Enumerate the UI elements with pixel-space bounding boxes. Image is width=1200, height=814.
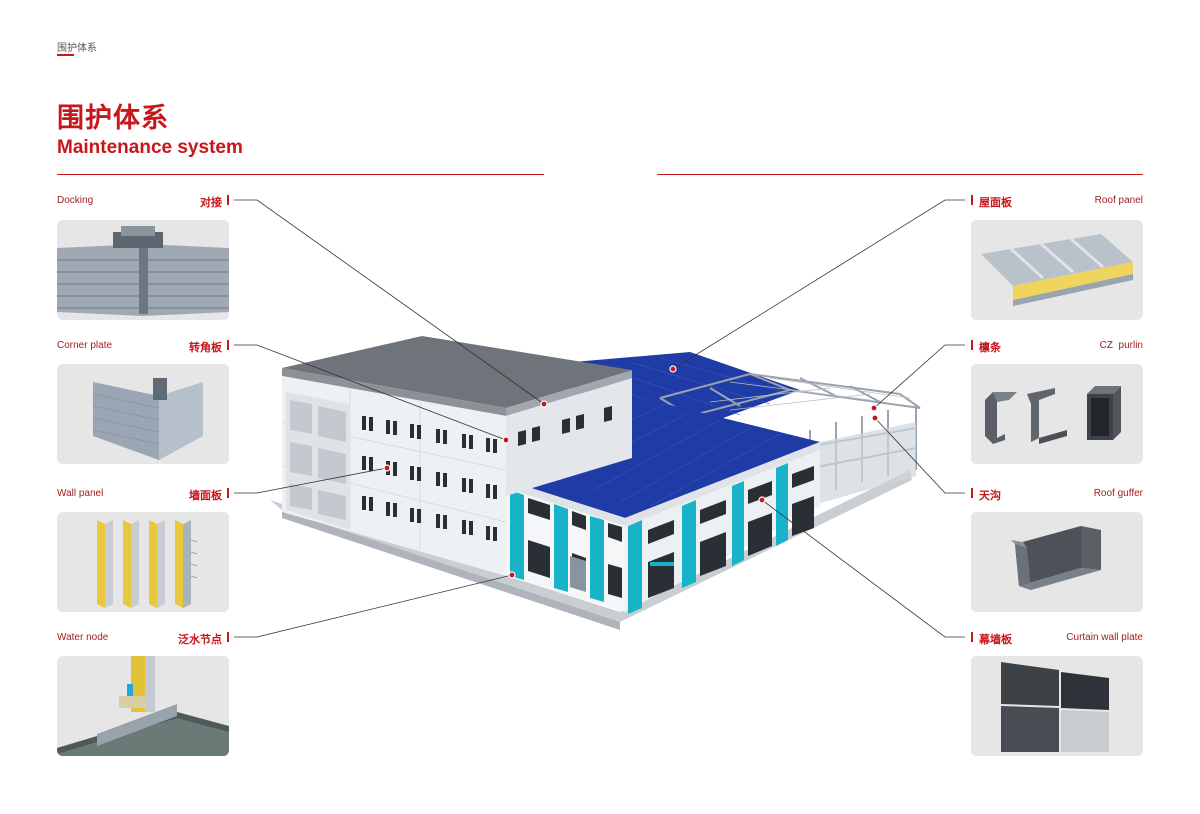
label-water-node-cn: 泛水节点: [178, 634, 222, 646]
label-corner-plate-cn: 转角板: [189, 342, 222, 354]
label-corner-plate-en: Corner plate: [57, 340, 113, 351]
label-gutter-en: Roof guffer: [1093, 488, 1143, 499]
label-purlin-cn: 檩条: [979, 342, 1001, 354]
label-curtain-wall-cn: 幕墙板: [979, 634, 1012, 646]
label-marker: [227, 488, 229, 498]
page-title-en: Maintenance system: [57, 137, 243, 158]
water-node-image: [57, 656, 229, 756]
label-marker: [227, 195, 229, 205]
page-title-cn: 围护体系: [57, 103, 169, 133]
breadcrumb-underline: [57, 54, 74, 56]
docking-image: [57, 220, 229, 320]
wall-panel-image: [57, 512, 229, 612]
label-purlin-en: CZ purlin: [1099, 340, 1143, 351]
office-front-wall: [506, 378, 632, 496]
roof-gutter-image: [971, 512, 1143, 612]
label-wall-panel-en: Wall panel: [57, 488, 104, 499]
label-roof-panel-cn: 屋面板: [979, 197, 1012, 209]
curtain-wall-image: [971, 656, 1143, 756]
label-marker: [227, 340, 229, 350]
label-docking-en: Docking: [57, 195, 94, 206]
header-rule-right: [657, 174, 1143, 175]
label-marker: [971, 340, 973, 350]
breadcrumb: 围护体系: [57, 43, 97, 54]
roof-panel-image: [971, 220, 1143, 320]
header-rule-left: [57, 174, 544, 175]
label-marker: [971, 488, 973, 498]
corner-plate-image: [57, 364, 229, 464]
building-illustration: [270, 336, 921, 630]
label-marker: [227, 632, 229, 642]
label-gutter-cn: 天沟: [979, 490, 1001, 502]
label-wall-panel-cn: 墙面板: [189, 490, 222, 502]
label-marker: [971, 632, 973, 642]
label-water-node-en: Water node: [57, 632, 109, 643]
label-roof-panel-en: Roof panel: [1094, 195, 1143, 206]
label-marker: [971, 195, 973, 205]
purlin-image: [971, 364, 1143, 464]
label-docking-cn: 对接: [200, 197, 222, 209]
front-roof: [506, 400, 820, 518]
label-curtain-wall-en: Curtain wall plate: [1066, 632, 1143, 643]
